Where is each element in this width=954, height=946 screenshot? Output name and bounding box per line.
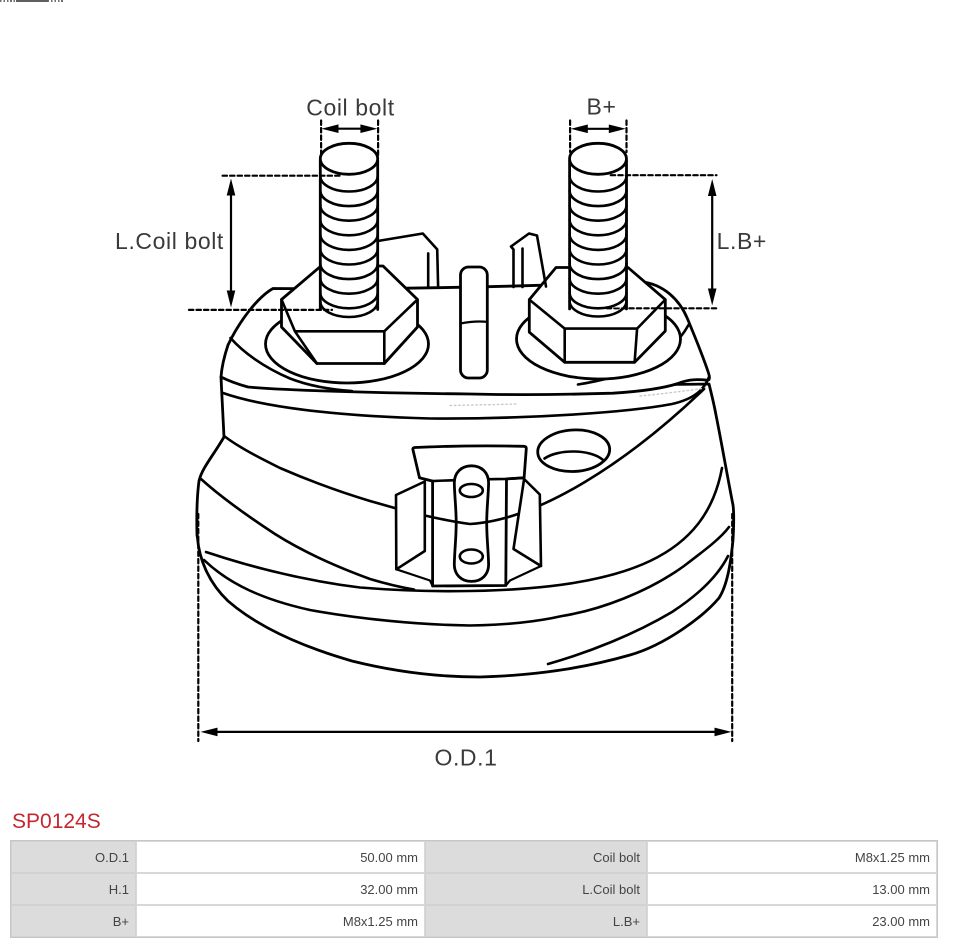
- svg-text:L.Coil bolt: L.Coil bolt: [115, 228, 224, 254]
- svg-text:B+: B+: [587, 94, 617, 120]
- svg-text:O.D.1: O.D.1: [434, 745, 497, 771]
- svg-text:Coil bolt: Coil bolt: [306, 95, 395, 121]
- svg-text:L.B+: L.B+: [717, 228, 767, 254]
